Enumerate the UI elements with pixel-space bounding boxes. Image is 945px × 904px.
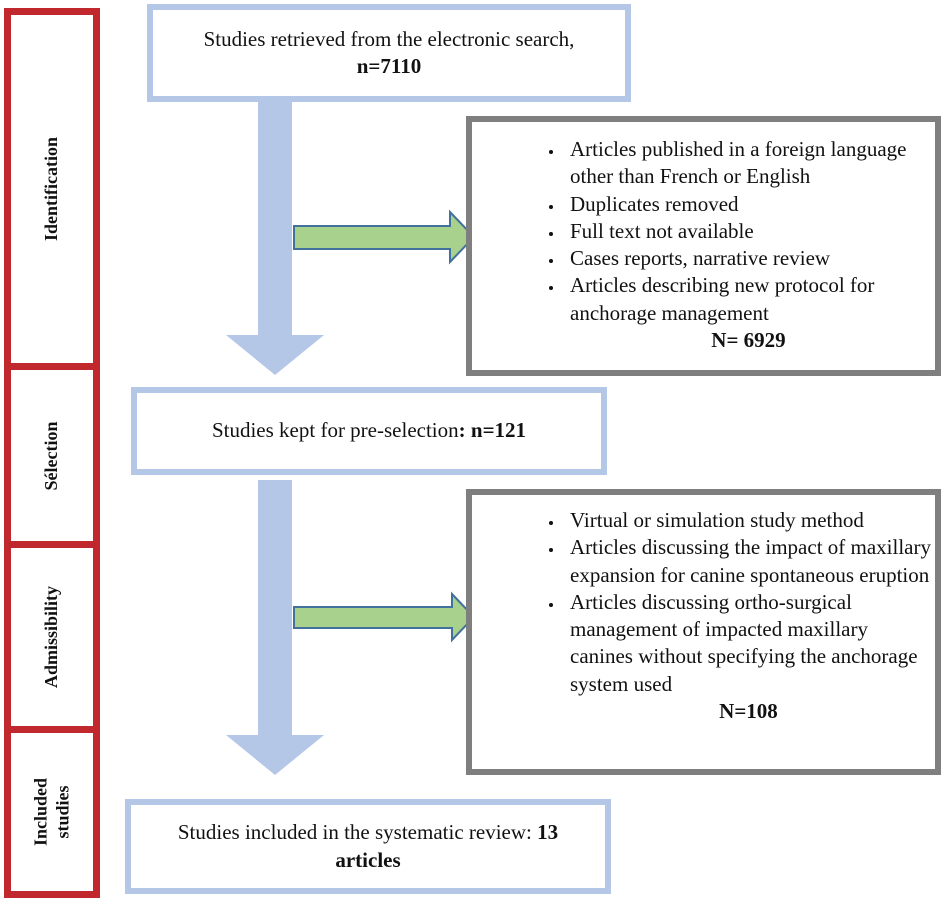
preselection-box: Studies kept for pre-selection: n=121 — [131, 387, 607, 475]
stage-label-selection: Sélection — [41, 421, 62, 490]
retrieved-text: Studies retrieved from the electronic se… — [203, 26, 575, 51]
stage-label-included: Included studies — [30, 778, 73, 846]
stage-selection: Sélection — [4, 363, 100, 548]
exclusion-box-2: Virtual or simulation study method Artic… — [466, 489, 941, 775]
exclusion-item: Duplicates removed — [564, 191, 935, 218]
stage-label-identification: Identification — [41, 136, 62, 242]
stage-label-included-line2: studies — [52, 785, 72, 839]
exclusion-list-1: Articles published in a foreign language… — [472, 136, 935, 327]
retrieved-box: Studies retrieved from the electronic se… — [147, 4, 631, 102]
exclusion-item: Cases reports, narrative review — [564, 245, 935, 272]
down-arrow-1 — [226, 100, 324, 375]
retrieved-count: n=7110 — [356, 54, 422, 78]
included-box: Studies included in the systematic revie… — [125, 799, 611, 894]
stage-included: Included studies — [4, 726, 100, 898]
included-unit: articles — [335, 847, 401, 872]
down-arrow-2 — [226, 480, 324, 775]
exclusion-count-2: N=108 — [719, 699, 778, 724]
exclusion-item: Articles discussing the impact of maxill… — [564, 534, 935, 589]
exclusion-item: Virtual or simulation study method — [564, 507, 935, 534]
preselection-count: n=121 — [470, 418, 527, 443]
exclusion-box-1: Articles published in a foreign language… — [466, 116, 941, 376]
exclusion-item: Full text not available — [564, 218, 935, 245]
exclusion-count-1: N= 6929 — [711, 328, 786, 353]
stage-label-admissibility: Admissibility — [41, 585, 62, 689]
exclusion-item: Articles describing new protocol for anc… — [564, 272, 935, 327]
stage-identification: Identification — [4, 8, 100, 370]
side-arrow-2 — [293, 591, 476, 643]
stage-admissibility: Admissibility — [4, 541, 100, 733]
exclusion-list-2: Virtual or simulation study method Artic… — [472, 507, 935, 698]
preselection-colon: : — [458, 418, 466, 443]
preselection-text: Studies kept for pre-selection — [211, 418, 459, 443]
exclusion-item: Articles published in a foreign language… — [564, 136, 935, 191]
side-arrow-1 — [293, 209, 476, 265]
exclusion-item: Articles discussing ortho-surgical manag… — [564, 589, 935, 698]
included-text: Studies included in the systematic revie… — [177, 820, 532, 845]
stage-label-included-line1: Included — [30, 777, 51, 847]
included-count: 13 — [537, 820, 559, 845]
